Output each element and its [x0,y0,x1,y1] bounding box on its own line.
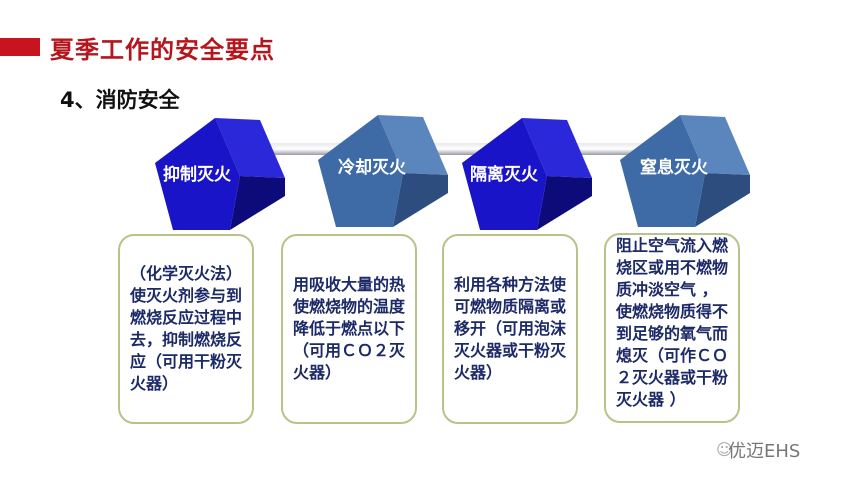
cube-side-face [695,173,750,227]
cube-side-face [522,118,592,178]
cube-side-face [393,173,448,227]
cube-side-face [680,115,750,175]
cube-diagram [155,115,750,230]
title-accent-bar [0,38,40,56]
method-desc-box-3: 利用各种方法使可燃物质隔离或移开（可用泡沫灭火器或干粉灭火器） [442,234,578,424]
method-desc: 利用各种方法使可燃物质隔离或移开（可用泡沫灭火器或干粉灭火器） [454,275,567,382]
cube-label: 窒息灭火 [640,158,708,178]
cube-label: 冷却灭火 [338,158,406,178]
method-desc: 阻止空气流入燃烧区或用不燃物质冲淡空气 ，使燃烧物质得不到足够的氧气而熄灭（可作… [616,236,729,409]
cube-side-face [230,176,285,230]
cube-front-face [620,115,705,227]
cube-front-face [155,118,240,230]
method-desc: 用吸收大量的热使燃烧物的温度降低于燃点以下（可用ＣＯ２灭火器） [293,275,406,382]
cube-side-face [215,118,285,178]
method-desc: （化学灭火法）使灭火剂参与到燃烧反应过程中去，抑制燃烧反应（可用干粉灭火器） [130,264,243,393]
wechat-icon: ☺ [716,440,733,459]
watermark: 优迈EHS [728,441,801,462]
connector-rod [250,143,670,155]
cube-front-face [462,118,547,230]
method-desc-box-1: （化学灭火法）使灭火剂参与到燃烧反应过程中去，抑制燃烧反应（可用干粉灭火器） [118,234,254,424]
cube-label: 抑制灭火 [163,165,231,185]
method-desc-box-4: 阻止空气流入燃烧区或用不燃物质冲淡空气 ，使燃烧物质得不到足够的氧气而熄灭（可作… [604,233,740,423]
method-desc-box-2: 用吸收大量的热使燃烧物的温度降低于燃点以下（可用ＣＯ２灭火器） [281,234,417,424]
cube-side-face [537,176,592,230]
section-subtitle: 4、消防安全 [60,88,180,112]
page-title: 夏季工作的安全要点 [50,36,275,64]
cube-side-face [378,115,448,175]
cube-label: 隔离灭火 [470,165,538,185]
cube-front-face [318,115,403,227]
